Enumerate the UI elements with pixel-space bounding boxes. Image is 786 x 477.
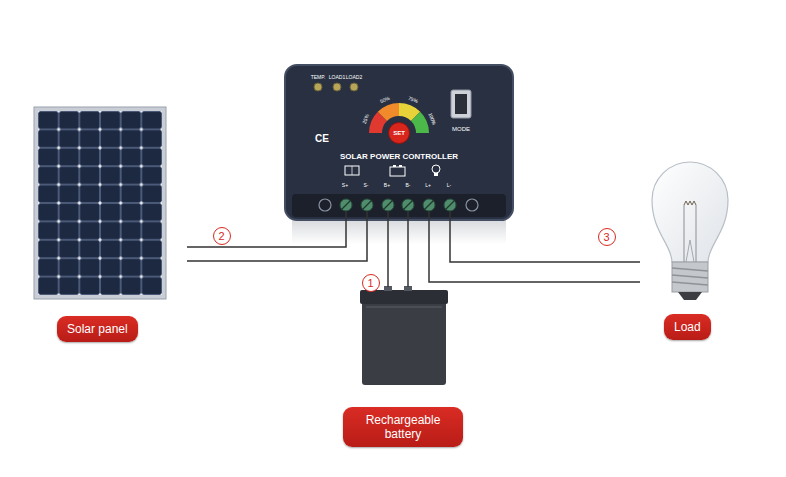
callout-number: 3	[598, 228, 616, 246]
panel-text: S+	[342, 183, 348, 188]
wires	[187, 212, 640, 287]
panel-text: L+	[425, 183, 431, 188]
pill-label: Load	[674, 320, 701, 334]
button-circle-shape	[389, 123, 410, 144]
pill-label: Solar panel	[67, 322, 128, 336]
pill-label: Rechargeable battery	[353, 413, 453, 441]
callout-number: 1	[362, 274, 380, 292]
controller-reflection	[292, 220, 506, 244]
controller-housing	[285, 65, 513, 220]
panel-text: TEMP.	[311, 75, 326, 80]
panel-text: L-	[447, 183, 451, 188]
set-button: SET	[388, 122, 410, 144]
panel-text: 25%	[361, 114, 369, 125]
solar-panel-picture	[34, 107, 166, 299]
battery-picture	[360, 286, 448, 385]
name-pill: Solar panel	[57, 316, 138, 342]
panel-text: LOAD1	[329, 75, 345, 80]
name-pill: Load	[664, 314, 711, 340]
name-pill: Rechargeable battery	[343, 407, 463, 447]
panel-text: S-	[364, 183, 369, 188]
light-bulb-picture	[652, 162, 728, 300]
panel-text: 100%	[428, 112, 438, 126]
panel-text: SOLAR POWER CONTROLLER	[340, 153, 458, 161]
callout-number: 2	[213, 227, 231, 245]
button-label: SET	[393, 130, 405, 136]
panel-text: MODE	[452, 126, 470, 132]
panel-text: 50%	[380, 95, 391, 103]
controller-panel: TEMP.LOAD1LOAD2 25% 50% 75% 100% MODE CE SOLAR …	[285, 65, 513, 220]
panel-text: CE	[315, 134, 329, 144]
panel-text: 75%	[407, 95, 418, 103]
panel-text: B+	[384, 183, 390, 188]
panel-text: LOAD2	[346, 75, 362, 80]
panel-text: B-	[406, 183, 411, 188]
